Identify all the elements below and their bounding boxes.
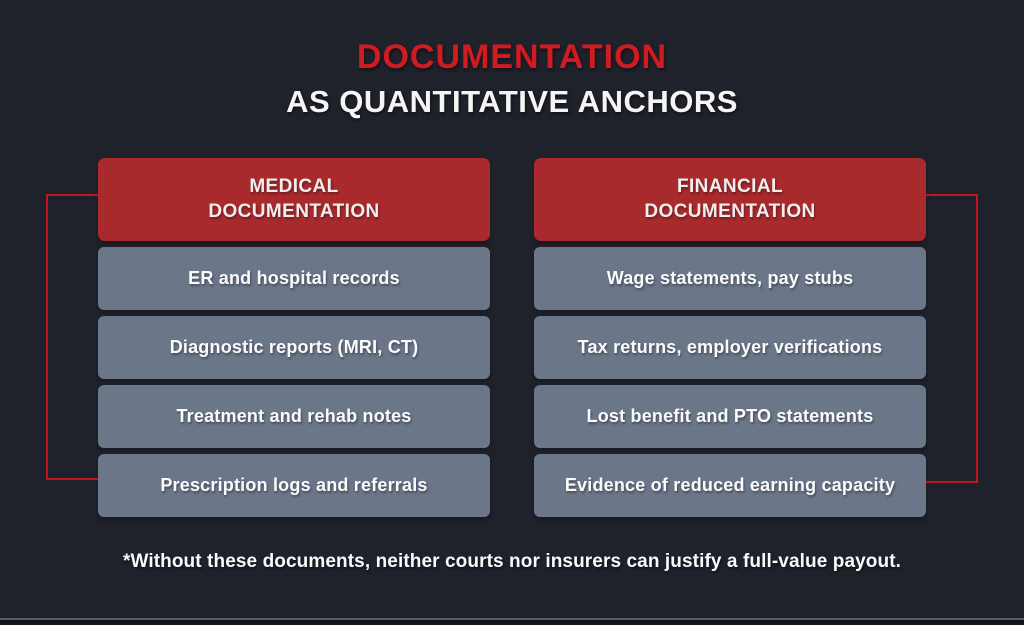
list-item: Diagnostic reports (MRI, CT) <box>98 316 490 379</box>
title-block: DOCUMENTATION AS QUANTITATIVE ANCHORS <box>0 36 1024 122</box>
list-item: ER and hospital records <box>98 247 490 310</box>
left-bracket-line <box>46 194 98 480</box>
column-medical: MEDICAL DOCUMENTATION ER and hospital re… <box>98 158 490 517</box>
column-financial: FINANCIAL DOCUMENTATION Wage statements,… <box>534 158 926 517</box>
list-item: Lost benefit and PTO statements <box>534 385 926 448</box>
list-item: Treatment and rehab notes <box>98 385 490 448</box>
page-title-accent: DOCUMENTATION <box>356 38 668 76</box>
right-bracket-line <box>926 194 978 483</box>
column-header-financial: FINANCIAL DOCUMENTATION <box>534 158 926 241</box>
footnote: *Without these documents, neither courts… <box>122 551 902 572</box>
list-item: Evidence of reduced earning capacity <box>534 454 926 517</box>
bottom-edge-bar <box>0 618 1024 625</box>
page-title: AS QUANTITATIVE ANCHORS <box>286 83 738 119</box>
column-header-medical: MEDICAL DOCUMENTATION <box>98 158 490 241</box>
list-item: Wage statements, pay stubs <box>534 247 926 310</box>
list-item: Tax returns, employer verifications <box>534 316 926 379</box>
list-item: Prescription logs and referrals <box>98 454 490 517</box>
